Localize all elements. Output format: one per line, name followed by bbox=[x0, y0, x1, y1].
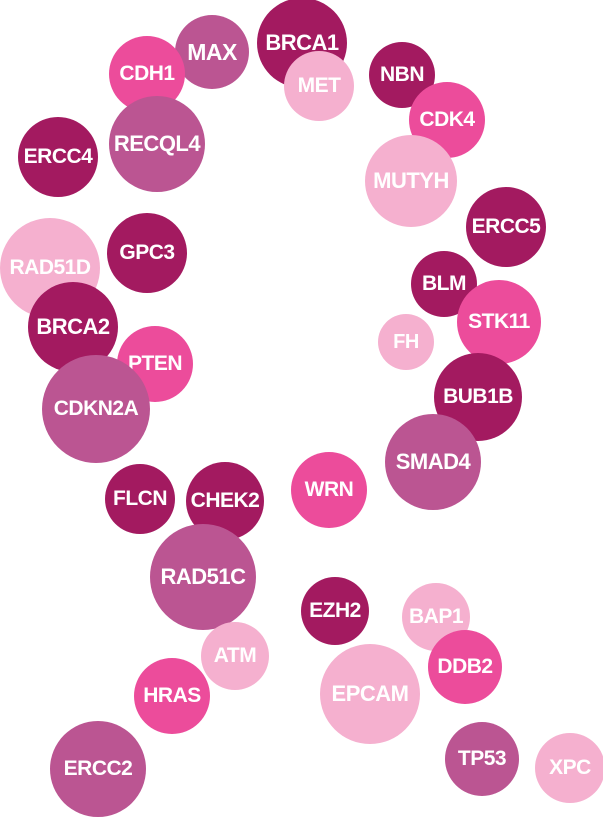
gene-label: BUB1B bbox=[443, 385, 513, 408]
gene-bubble-ddb2: DDB2 bbox=[428, 630, 502, 704]
gene-bubble-stk11: STK11 bbox=[457, 280, 541, 364]
gene-bubble-ezh2: EZH2 bbox=[301, 577, 369, 645]
gene-bubble-ercc2: ERCC2 bbox=[50, 721, 146, 817]
gene-bubble-epcam: EPCAM bbox=[320, 644, 420, 744]
gene-label: MET bbox=[297, 74, 341, 97]
gene-label: EZH2 bbox=[309, 599, 361, 622]
gene-bubble-rad51c: RAD51C bbox=[150, 524, 256, 630]
gene-label: FH bbox=[393, 330, 419, 353]
gene-bubble-flcn: FLCN bbox=[105, 464, 175, 534]
gene-label: HRAS bbox=[143, 684, 201, 707]
gene-bubble-mutyh: MUTYH bbox=[365, 135, 457, 227]
gene-label: FLCN bbox=[113, 487, 168, 510]
gene-label: BRCA2 bbox=[36, 314, 110, 339]
gene-bubble-ercc4: ERCC4 bbox=[18, 117, 98, 197]
gene-bubble-cdkn2a: CDKN2A bbox=[42, 355, 150, 463]
gene-label: DDB2 bbox=[437, 655, 493, 678]
gene-bubble-tp53: TP53 bbox=[445, 722, 519, 796]
gene-bubble-max: MAX bbox=[175, 15, 249, 89]
gene-label: EPCAM bbox=[331, 681, 409, 706]
gene-label: MUTYH bbox=[373, 168, 449, 193]
gene-bubble-atm: ATM bbox=[201, 622, 269, 690]
gene-label: CDKN2A bbox=[53, 397, 139, 420]
gene-label: ERCC4 bbox=[23, 145, 93, 168]
gene-label: GPC3 bbox=[119, 241, 175, 264]
gene-label: CDH1 bbox=[119, 62, 175, 85]
gene-bubble-fh: FH bbox=[378, 314, 434, 370]
gene-bubble-gpc3: GPC3 bbox=[107, 213, 187, 293]
gene-label: WRN bbox=[304, 478, 354, 501]
gene-label: ERCC5 bbox=[471, 215, 541, 238]
gene-bubble-wrn: WRN bbox=[291, 452, 367, 528]
gene-bubble-recql4: RECQL4 bbox=[109, 96, 205, 192]
gene-label: XPC bbox=[549, 756, 591, 779]
gene-bubble-ercc5: ERCC5 bbox=[466, 187, 546, 267]
gene-label: RAD51D bbox=[9, 256, 91, 279]
gene-label: RAD51C bbox=[160, 564, 246, 589]
gene-label: STK11 bbox=[468, 310, 530, 333]
gene-bubble-smad4: SMAD4 bbox=[385, 414, 481, 510]
gene-label: NBN bbox=[380, 63, 425, 86]
gene-label: RECQL4 bbox=[113, 131, 201, 156]
gene-bubble-xpc: XPC bbox=[535, 733, 603, 803]
gene-label: TP53 bbox=[457, 747, 507, 770]
gene-label: MAX bbox=[187, 38, 237, 65]
gene-bubble-met: MET bbox=[284, 51, 354, 121]
gene-label: CHEK2 bbox=[190, 489, 260, 512]
gene-label: ATM bbox=[213, 644, 257, 667]
gene-label: SMAD4 bbox=[395, 449, 471, 474]
gene-bubble-hras: HRAS bbox=[134, 658, 210, 734]
gene-label: ERCC2 bbox=[63, 757, 133, 780]
gene-label: BLM bbox=[422, 272, 467, 295]
gene-label: CDK4 bbox=[419, 108, 475, 131]
gene-label: BAP1 bbox=[408, 605, 464, 628]
